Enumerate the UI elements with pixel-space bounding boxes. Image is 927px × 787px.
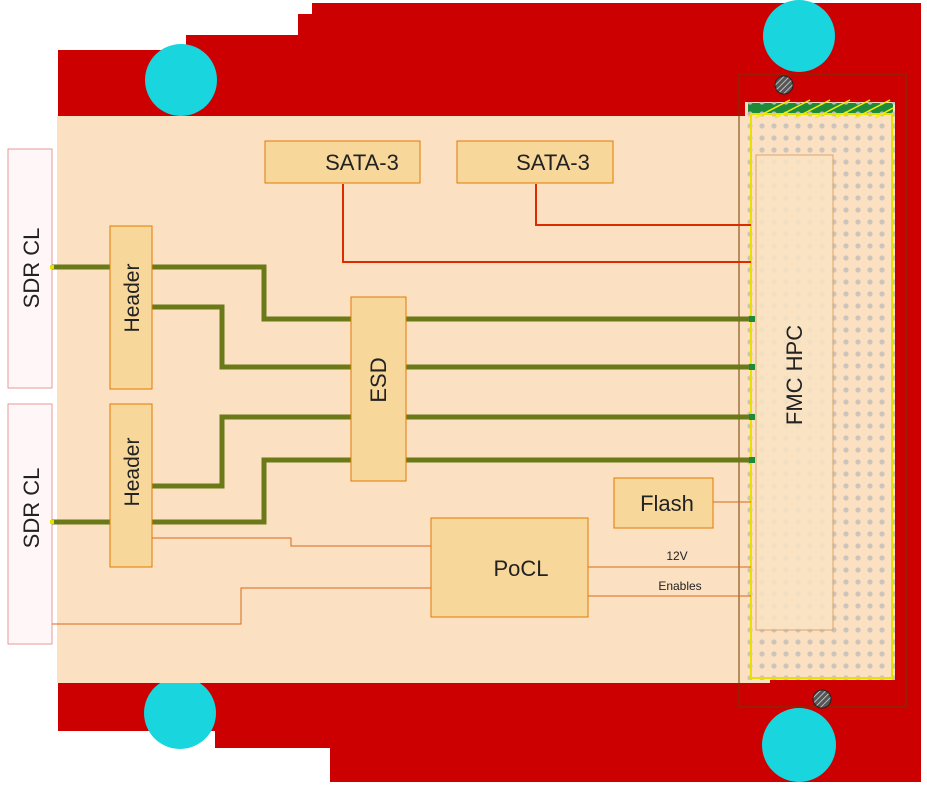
trace-sdr-pocl (52, 587, 431, 625)
signal-enables-label: Enables (658, 579, 701, 593)
fmc-hatched-hole-top (774, 75, 794, 95)
flash-block (613, 477, 714, 529)
flash-label: Flash (640, 491, 694, 516)
mount-hole-bottom-right (762, 708, 836, 782)
mount-hole-bottom-left (144, 677, 216, 749)
lane-3 (152, 414, 751, 489)
lane-group (52, 264, 751, 525)
lane-1 (152, 264, 751, 322)
fmc-yellow-pattern (754, 99, 894, 119)
sata-block-right (456, 140, 614, 184)
header-block-top (109, 225, 153, 390)
fmc-top-pin-row-dots (748, 103, 893, 114)
board-area (57, 116, 770, 683)
pocl-block (430, 517, 589, 618)
trace-sata-left (342, 184, 751, 263)
lane-fmc-ends (749, 316, 755, 463)
fmc-hatched-hole-bottom (812, 689, 832, 709)
sata-label-right: SATA-3 (516, 150, 590, 175)
esd-block (350, 296, 407, 482)
lane-4 (152, 457, 751, 525)
sata-label-left: SATA-3 (325, 150, 399, 175)
fmc-label: FMC HPC (782, 325, 807, 425)
sdr-cl-label-bottom: SDR CL (19, 468, 44, 549)
fmc-label-box (755, 154, 834, 631)
trace-header-pocl (152, 537, 431, 547)
lane-2 (152, 304, 751, 370)
header-label-bottom: Header (121, 438, 144, 507)
sata-block-left (264, 140, 421, 184)
trace-sata-right (535, 184, 751, 226)
pocl-label: PoCL (493, 556, 548, 581)
sdr-cl-connector-bottom (7, 403, 53, 645)
signal-12v-label: 12V (666, 549, 687, 563)
lane-ends (50, 265, 54, 524)
sdr-cl-connector-top (7, 148, 53, 389)
mount-hole-top-right (763, 0, 835, 72)
sdr-cl-label-top: SDR CL (19, 228, 44, 309)
header-block-bottom (109, 403, 153, 568)
header-label-top: Header (121, 264, 144, 333)
thin-traces (52, 184, 751, 625)
esd-label: ESD (366, 357, 391, 402)
mount-hole-top-left (145, 44, 217, 116)
